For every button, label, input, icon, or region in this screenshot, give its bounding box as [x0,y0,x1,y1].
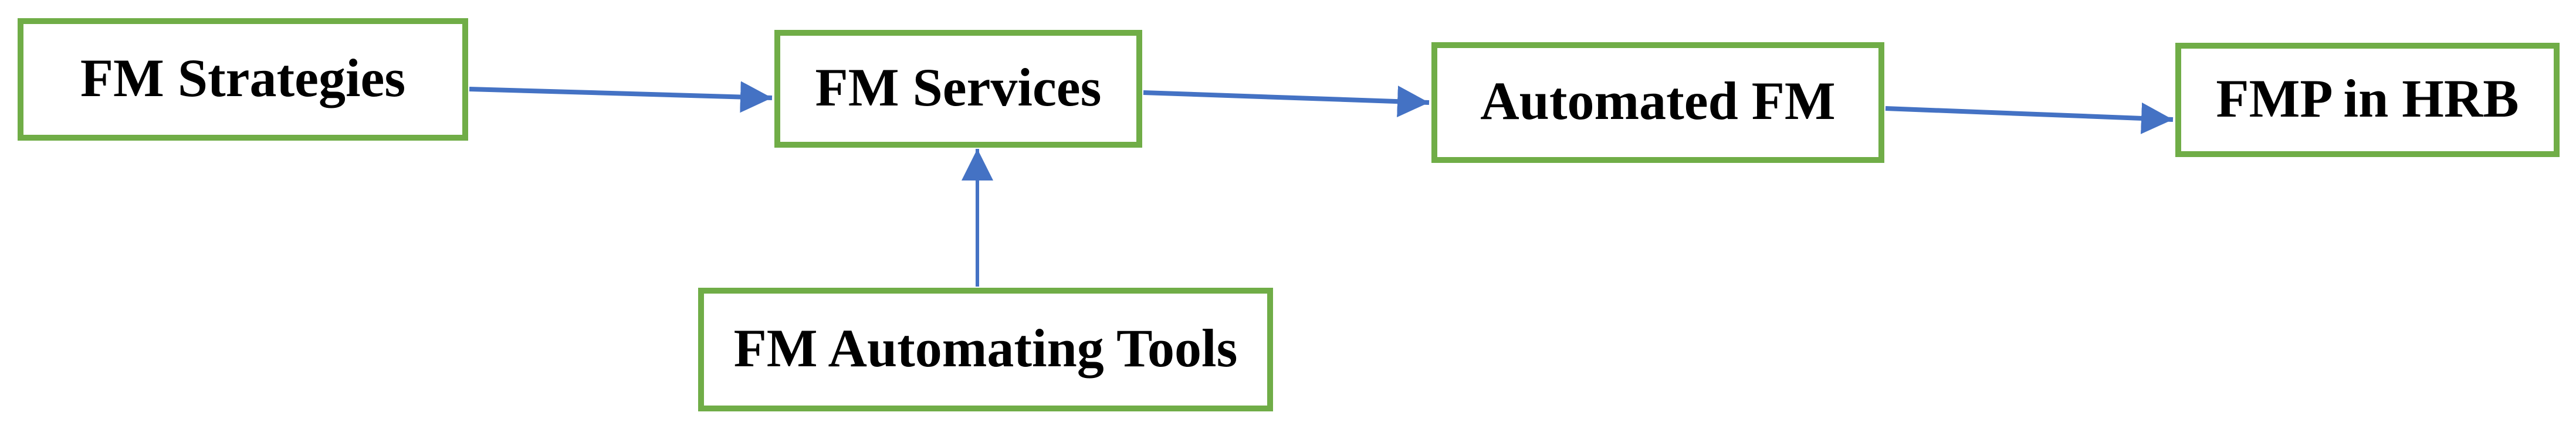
node-automated-fm-label: Automated FM [1480,71,1836,131]
node-fm-services-label: FM Services [815,57,1102,117]
arrow-fm-strategies-to-fm-services [469,81,773,113]
node-fmp-in-hrb-label: FMP in HRB [2216,68,2519,128]
arrow-fm-services-to-automated-fm [1143,86,1430,118]
arrow-automated-fm-to-fmp-in-hrb [1885,102,2174,134]
node-automated-fm: Automated FM [1431,42,1884,163]
node-fm-automating-tools-label: FM Automating Tools [733,318,1238,378]
node-fmp-in-hrb: FMP in HRB [2175,43,2560,157]
node-fm-services: FM Services [774,30,1142,148]
node-fm-strategies: FM Strategies [18,18,468,141]
node-fm-automating-tools: FM Automating Tools [698,288,1273,411]
node-fm-strategies-label: FM Strategies [80,47,406,108]
